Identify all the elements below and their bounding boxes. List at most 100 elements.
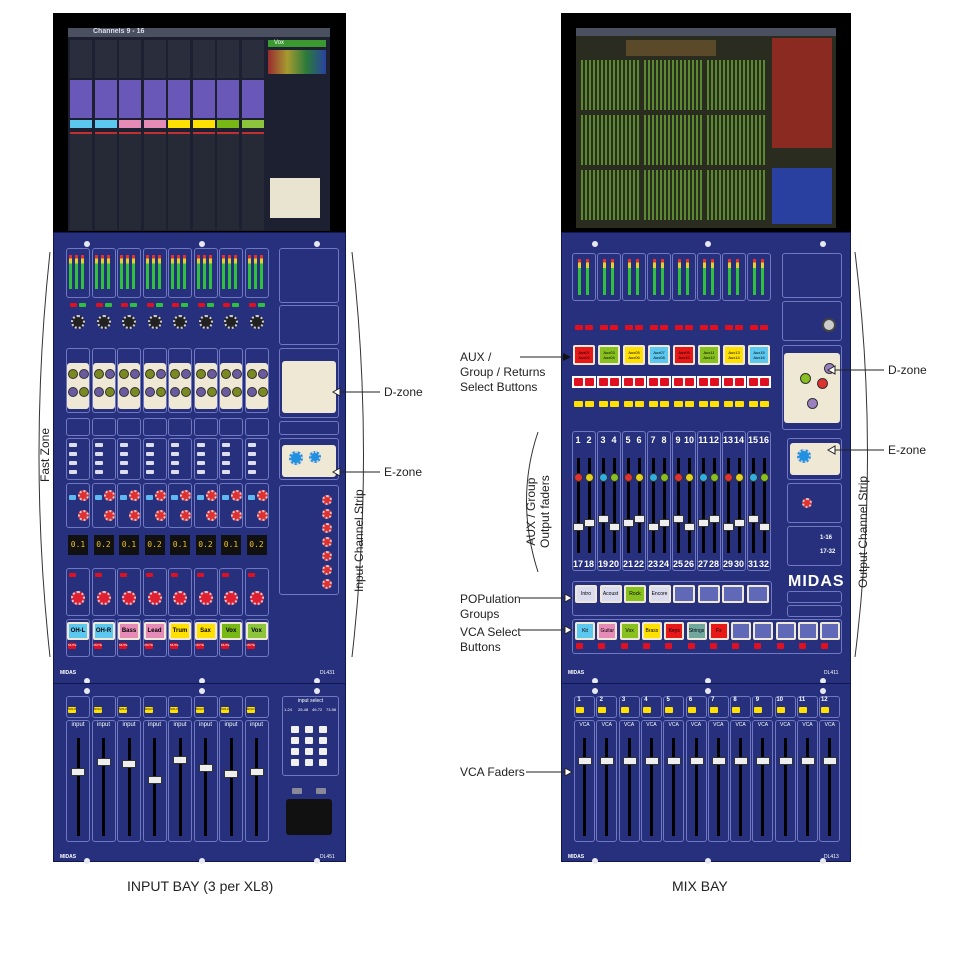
input-select-key[interactable]: [305, 726, 313, 733]
aux-select-button[interactable]: Aux01 Aux02: [573, 345, 595, 365]
dynamics-knob[interactable]: [104, 387, 115, 397]
fader-pan-knob[interactable]: [674, 473, 683, 482]
input-select-range[interactable]: 49-72: [312, 707, 323, 712]
mute-small[interactable]: [222, 573, 229, 577]
phase-button[interactable]: [197, 303, 205, 307]
mute-small[interactable]: [69, 573, 76, 577]
screen-strip[interactable]: [119, 40, 141, 78]
mix-knob[interactable]: [231, 510, 242, 521]
vca-mute-button[interactable]: [687, 643, 695, 649]
gain-knob[interactable]: [173, 315, 187, 329]
vca-select-button[interactable]: [731, 622, 752, 640]
mute-button[interactable]: [699, 378, 708, 386]
solo-button[interactable]: SOLO: [144, 707, 153, 713]
fader-pan-knob[interactable]: [760, 473, 769, 482]
fader-cap[interactable]: [684, 523, 695, 531]
vca-mute-button[interactable]: [576, 643, 583, 649]
input-select-key[interactable]: [291, 726, 299, 733]
solo-button[interactable]: [660, 401, 669, 407]
dynamics-knob[interactable]: [79, 387, 89, 397]
eq-button[interactable]: [120, 461, 128, 465]
pop-group-button[interactable]: Intro: [575, 585, 597, 603]
input-select-range[interactable]: 1-24: [284, 707, 293, 712]
vca-solo-button[interactable]: [776, 707, 785, 713]
solo-button[interactable]: SOLO: [170, 707, 179, 713]
vca-select-button[interactable]: [753, 622, 774, 640]
fader-pan-knob[interactable]: [660, 473, 669, 482]
mute-button[interactable]: [760, 378, 769, 386]
dynamics-knob[interactable]: [155, 387, 166, 397]
vca-select-button[interactable]: Guitar: [597, 622, 618, 640]
mix-button[interactable]: [69, 495, 76, 500]
vca-mute-button[interactable]: [709, 643, 717, 649]
vca-fader-cap[interactable]: [711, 757, 726, 765]
dynamics-knob[interactable]: [257, 387, 268, 397]
solo-button[interactable]: [735, 401, 744, 407]
hpf-button[interactable]: [155, 303, 163, 307]
mix-select-knob[interactable]: [322, 565, 332, 575]
mute-button[interactable]: MUTE: [170, 643, 179, 649]
vca-mute-button[interactable]: [821, 643, 829, 649]
input-select-key[interactable]: [305, 748, 313, 755]
screen-strip[interactable]: [94, 40, 117, 78]
vca-mute-button[interactable]: [799, 643, 806, 649]
fader-cap[interactable]: [723, 523, 734, 531]
vca-solo-button[interactable]: [732, 707, 741, 713]
gain-knob[interactable]: [122, 315, 136, 329]
mute-button[interactable]: [574, 378, 583, 386]
aux-select-button[interactable]: Aux07 Aux08: [648, 345, 670, 365]
aux-select-button[interactable]: Aux05 Aux06: [623, 345, 645, 365]
mix-select-knob[interactable]: [322, 537, 332, 547]
vca-solo-button[interactable]: [620, 707, 629, 713]
vca-fader-cap[interactable]: [622, 757, 637, 765]
aux-select-button[interactable]: Aux15 Aux16: [748, 345, 770, 365]
eq-button[interactable]: [69, 443, 77, 447]
fader-pan-knob[interactable]: [610, 473, 619, 482]
scribble-strip[interactable]: Vox: [220, 622, 242, 640]
gain-knob[interactable]: [249, 315, 264, 329]
eq-button[interactable]: [196, 470, 205, 474]
vca-fader-cap[interactable]: [644, 757, 659, 765]
mute-button[interactable]: [624, 378, 633, 386]
eq-button[interactable]: [120, 452, 128, 456]
dynamics-knob[interactable]: [68, 387, 78, 397]
mix-select-knob[interactable]: [322, 551, 332, 561]
mix-knob[interactable]: [154, 490, 166, 501]
eq-button[interactable]: [94, 470, 103, 474]
input-select-range[interactable]: 25-48: [298, 707, 309, 712]
fader-cap[interactable]: [673, 515, 684, 523]
mute-button[interactable]: [749, 378, 758, 386]
pop-group-button[interactable]: Acoust: [599, 585, 622, 603]
eq-button[interactable]: [145, 461, 154, 465]
dynamics-knob[interactable]: [246, 387, 257, 397]
fader-pan-knob[interactable]: [735, 473, 744, 482]
dynamics-knob[interactable]: [93, 387, 104, 397]
solo-button[interactable]: SOLO: [119, 707, 128, 713]
mix-button[interactable]: [222, 495, 229, 500]
fader-cap[interactable]: [634, 515, 645, 523]
trim-knob[interactable]: [198, 591, 213, 605]
eq-button[interactable]: [222, 470, 230, 474]
fader-cap[interactable]: [224, 770, 238, 778]
eq-button[interactable]: [247, 452, 256, 456]
fader-cap[interactable]: [659, 519, 670, 527]
mute-button[interactable]: [735, 378, 744, 386]
mix-knob[interactable]: [256, 490, 268, 501]
dynamics-knob[interactable]: [130, 369, 140, 379]
scribble-strip[interactable]: Lead: [143, 622, 166, 640]
bank-range[interactable]: 1-16: [820, 535, 833, 541]
mute-small[interactable]: [247, 573, 255, 577]
eq-button[interactable]: [196, 461, 205, 465]
gain-knob[interactable]: [224, 315, 238, 329]
mute-small[interactable]: [196, 573, 204, 577]
eq-button[interactable]: [69, 461, 77, 465]
mix-knob[interactable]: [78, 510, 89, 521]
mix-knob[interactable]: [103, 510, 115, 521]
vca-select-button[interactable]: Vox: [619, 622, 640, 640]
mute-button[interactable]: MUTE: [195, 643, 204, 649]
fader-cap[interactable]: [609, 523, 620, 531]
solo-button[interactable]: SOLO: [221, 707, 230, 713]
mute-small[interactable]: [650, 325, 658, 330]
mute-button[interactable]: MUTE: [246, 643, 255, 649]
dynamics-knob[interactable]: [119, 369, 129, 379]
